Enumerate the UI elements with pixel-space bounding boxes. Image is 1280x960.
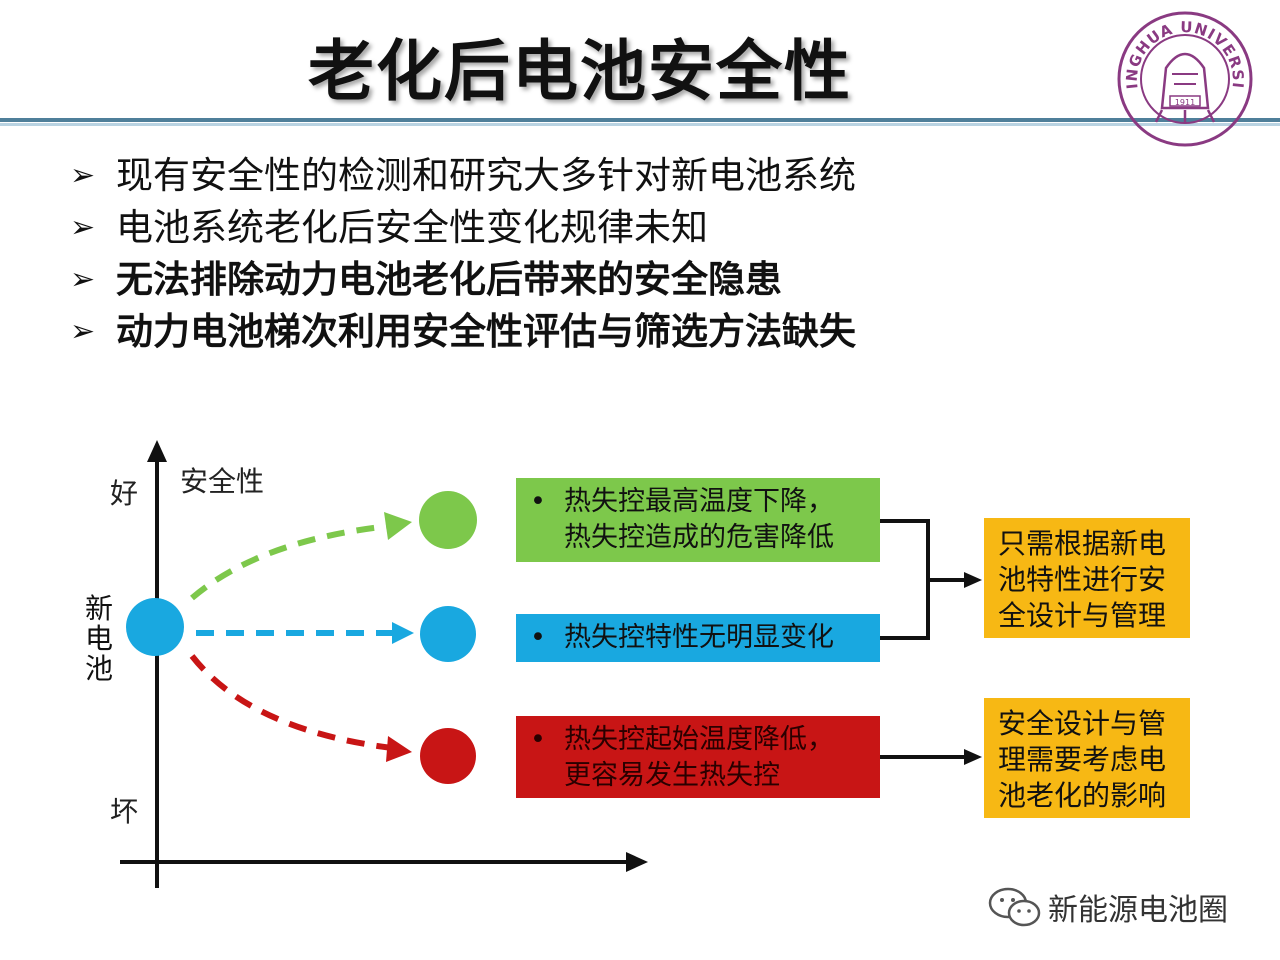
watermark: 新能源电池圈 bbox=[988, 884, 1228, 930]
green-box-text: 热失控造成的危害降低 bbox=[564, 522, 834, 553]
result-box-aging-design: 安全设计与管 理需要考虑电 池老化的影响 bbox=[984, 698, 1190, 818]
bullet-item: ➢ 现有安全性的检测和研究大多针对新电池系统 bbox=[70, 150, 856, 202]
bullet-item: ➢ 无法排除动力电池老化后带来的安全隐患 bbox=[70, 254, 856, 306]
bullet-item: ➢ 动力电池梯次利用安全性评估与筛选方法缺失 bbox=[70, 306, 856, 358]
header-divider bbox=[0, 118, 1280, 122]
green-box-text: 热失控最高温度下降， bbox=[564, 486, 834, 517]
seal-year: 1911 bbox=[1175, 98, 1195, 107]
axis-good-label: 好 bbox=[110, 477, 139, 510]
connector-top-arrow-icon bbox=[964, 572, 982, 588]
bullet-arrow-icon: ➢ bbox=[70, 210, 96, 245]
green-arrow-icon bbox=[384, 512, 412, 540]
bullet-text: 电池系统老化后安全性变化规律未知 bbox=[116, 206, 708, 249]
x-axis-arrow-icon bbox=[626, 852, 648, 872]
blue-outcome-box: 热失控特性无明显变化 bbox=[516, 614, 880, 662]
result-text: 池老化的影响 bbox=[998, 779, 1167, 812]
result-text: 理需要考虑电 bbox=[998, 743, 1167, 776]
result-text: 全设计与管理 bbox=[998, 599, 1167, 632]
page-title: 老化后电池安全性 bbox=[308, 33, 852, 110]
header-divider-light bbox=[0, 123, 1280, 126]
bullet-arrow-icon: ➢ bbox=[70, 262, 96, 297]
red-box-text: 热失控起始温度降低， bbox=[564, 724, 834, 755]
bullet-text: 无法排除动力电池老化后带来的安全隐患 bbox=[116, 258, 782, 301]
red-box-text: 更容易发生热失控 bbox=[564, 760, 780, 791]
result-text: 只需根据新电 bbox=[998, 527, 1167, 560]
origin-label: 新电池 bbox=[84, 592, 113, 685]
wechat-icon bbox=[988, 887, 1041, 927]
bullet-text: 动力电池梯次利用安全性评估与筛选方法缺失 bbox=[116, 310, 856, 353]
green-outcome-box: 热失控最高温度下降， 热失控造成的危害降低 bbox=[516, 478, 880, 562]
blue-arrow-icon bbox=[392, 622, 414, 644]
tsinghua-seal-logo: TSINGHUA UNIVERSITY 1911 bbox=[1116, 10, 1253, 147]
red-arrow-icon bbox=[386, 736, 412, 762]
green-box-line: 热失控最高温度下降， 热失控造成的危害降低 bbox=[516, 484, 880, 556]
bullet-list: ➢现有安全性的检测和研究大多针对新电池系统 ➢电池系统老化后安全性变化规律未知 … bbox=[70, 150, 856, 358]
bullet-text: 现有安全性的检测和研究大多针对新电池系统 bbox=[116, 154, 856, 197]
y-axis-arrow-icon bbox=[147, 440, 167, 462]
blue-box-text: 热失控特性无明显变化 bbox=[564, 622, 834, 653]
blue-box-line: 热失控特性无明显变化 bbox=[516, 620, 880, 656]
axis-bad-label: 坏 bbox=[110, 795, 139, 828]
watermark-text: 新能源电池圈 bbox=[1048, 893, 1228, 928]
result-text: 安全设计与管 bbox=[998, 707, 1167, 740]
result-box-new-design: 只需根据新电 池特性进行安 全设计与管理 bbox=[984, 518, 1190, 638]
green-node bbox=[419, 491, 477, 549]
blue-node bbox=[420, 606, 476, 662]
green-dashed-path bbox=[190, 523, 391, 601]
bullet-arrow-icon: ➢ bbox=[70, 158, 96, 193]
red-box-line: 热失控起始温度降低， 更容易发生热失控 bbox=[516, 722, 880, 794]
y-axis-label: 安全性 bbox=[180, 465, 265, 498]
bracket-connector bbox=[880, 519, 930, 640]
red-dashed-path bbox=[189, 654, 393, 751]
new-battery-node bbox=[126, 598, 184, 656]
bullet-item: ➢ 电池系统老化后安全性变化规律未知 bbox=[70, 202, 856, 254]
bullet-arrow-icon: ➢ bbox=[70, 314, 96, 349]
red-outcome-box: 热失控起始温度降低， 更容易发生热失控 bbox=[516, 716, 880, 798]
result-text: 池特性进行安 bbox=[998, 563, 1167, 596]
connector-bottom-arrow-icon bbox=[964, 749, 982, 765]
red-node bbox=[420, 728, 476, 784]
